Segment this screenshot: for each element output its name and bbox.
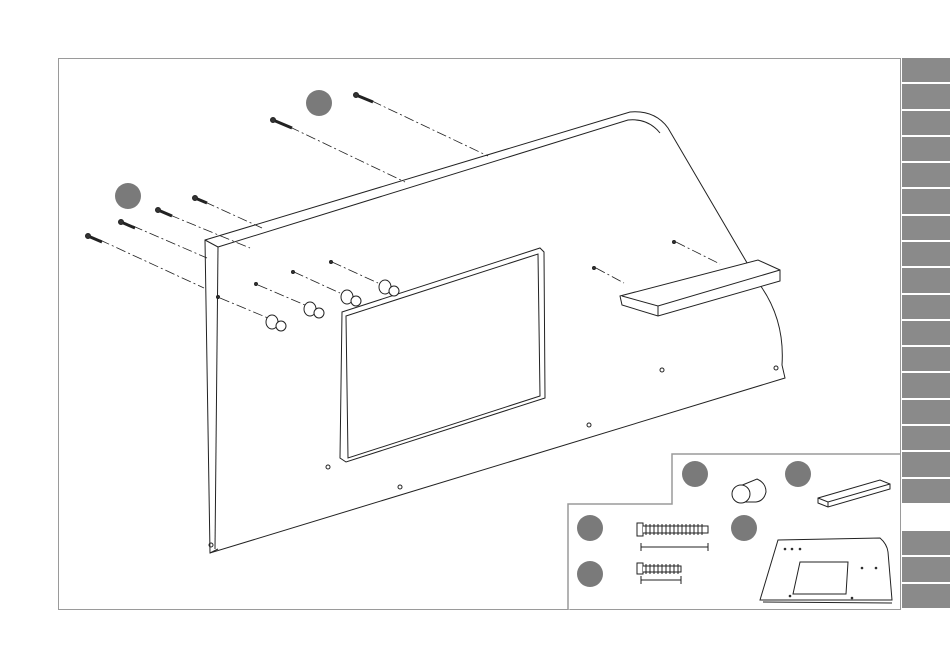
screw-icon bbox=[86, 234, 103, 243]
screw-icon bbox=[156, 208, 173, 217]
shelf-board bbox=[620, 260, 780, 316]
assembly-callout bbox=[115, 183, 141, 209]
screw-icon bbox=[354, 93, 374, 103]
screw-icon bbox=[119, 220, 136, 229]
knob-icon bbox=[379, 280, 399, 296]
inset-callout bbox=[731, 515, 757, 541]
parts-inset bbox=[568, 454, 901, 610]
inset-callout bbox=[577, 561, 603, 587]
inset-callout bbox=[785, 461, 811, 487]
inset-callout bbox=[577, 515, 603, 541]
screw-set bbox=[86, 93, 676, 299]
screw-icon bbox=[193, 196, 208, 204]
assembly-callout bbox=[306, 90, 332, 116]
inset-callout bbox=[682, 461, 708, 487]
panel-icon bbox=[760, 538, 892, 603]
screw-guide-lines bbox=[100, 101, 720, 318]
screw-icon bbox=[271, 118, 293, 129]
knob-icon bbox=[266, 315, 286, 331]
knob-icon bbox=[341, 290, 361, 306]
knob-icon bbox=[304, 302, 324, 318]
